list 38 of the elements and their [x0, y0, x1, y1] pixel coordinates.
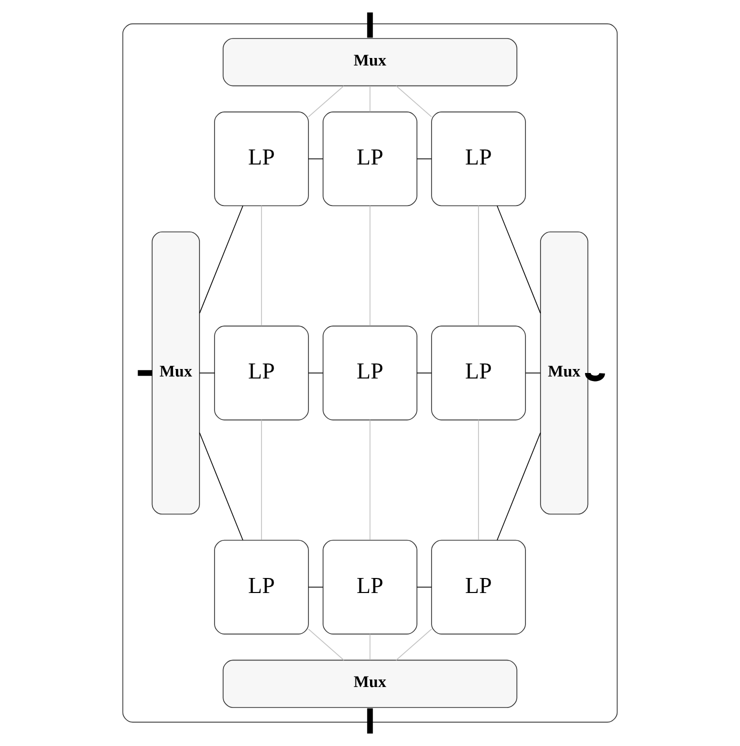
- connector: [308, 86, 344, 118]
- connector: [496, 205, 541, 314]
- node-box: LP: [214, 326, 309, 420]
- connector: [416, 372, 432, 374]
- connector: [525, 372, 541, 374]
- connector: [396, 86, 432, 118]
- node-box: LP: [431, 540, 526, 634]
- connector: [367, 708, 373, 734]
- connector: [308, 628, 344, 661]
- connector: [496, 432, 541, 541]
- node-box: Mux: [222, 660, 518, 708]
- node-box: Mux: [540, 231, 588, 515]
- node-box: LP: [322, 112, 418, 206]
- connector: [308, 372, 324, 374]
- node-box: LP: [214, 112, 309, 206]
- node-box: LP: [322, 326, 418, 420]
- node-box: LP: [431, 326, 526, 420]
- connector: [396, 628, 432, 661]
- connector: [478, 420, 479, 540]
- node-box: Mux: [152, 231, 200, 515]
- node-box: LP: [322, 540, 418, 634]
- connector: [416, 586, 432, 588]
- connector: [199, 205, 244, 314]
- connector: [478, 205, 479, 326]
- connector: [585, 372, 605, 382]
- connector: [138, 370, 152, 376]
- connector: [308, 158, 324, 160]
- connector: [199, 432, 244, 541]
- node-box: Mux: [222, 38, 518, 86]
- connector: [308, 586, 324, 588]
- connector: [261, 420, 262, 540]
- connector: [199, 372, 215, 374]
- connector: [416, 158, 432, 160]
- connector: [367, 12, 373, 38]
- node-box: LP: [214, 540, 309, 634]
- connector: [261, 205, 262, 326]
- node-box: LP: [431, 112, 526, 206]
- cluster: [122, 23, 618, 723]
